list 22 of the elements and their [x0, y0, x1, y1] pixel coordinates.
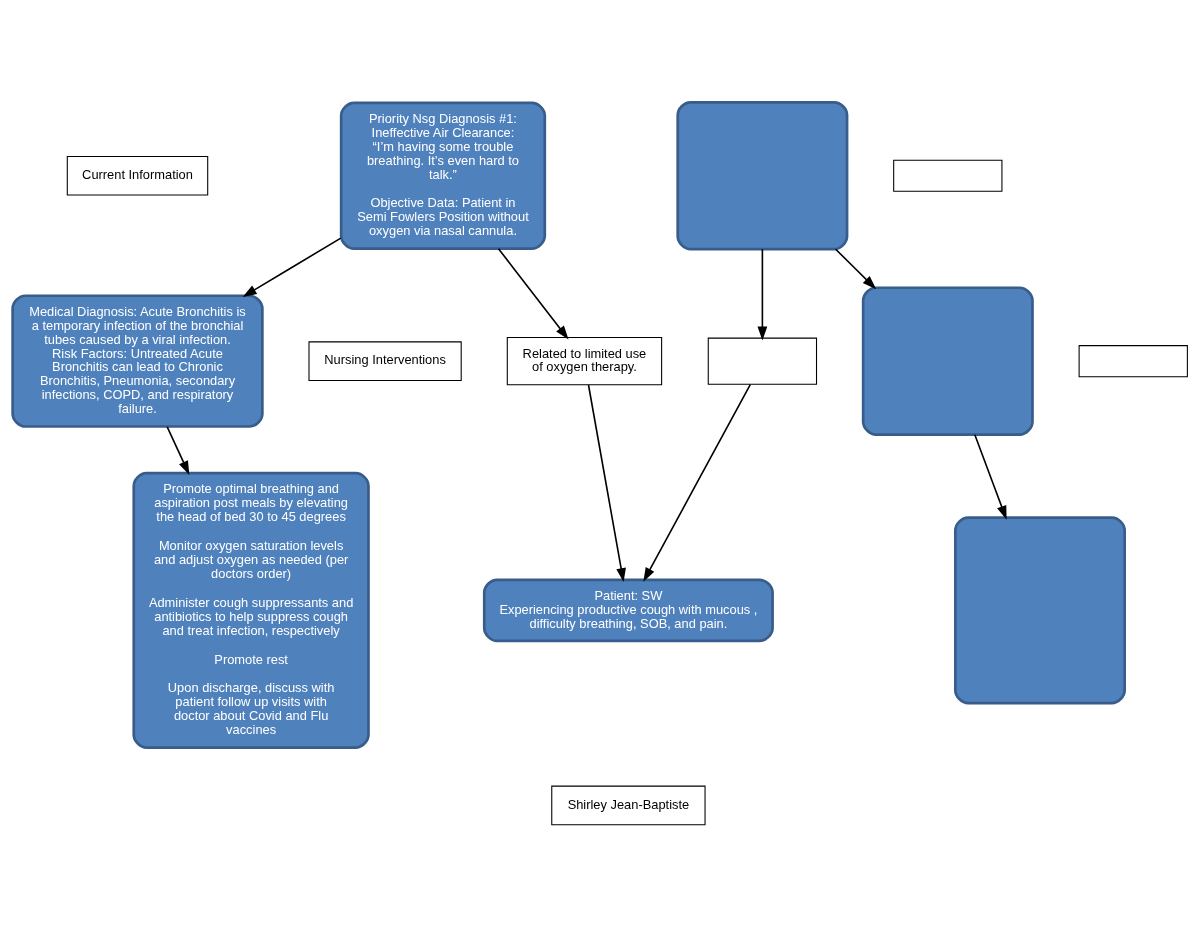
node-box [861, 286, 1034, 436]
arrow [834, 248, 877, 290]
arrow [497, 247, 569, 340]
arrow [643, 383, 752, 582]
node-box: Nursing Interventions [308, 341, 462, 381]
arrow [242, 237, 342, 297]
node-box: Patient: SW Experiencing productive cough with mucous , difficulty breathing, SOB, and pain. [482, 578, 774, 643]
node-box: Priority Nsg Diagnosis #1: Ineffective Air Clearance: “I’m having some trouble breathing. It’s even hard to talk.” Objective Data: Patient in Semi Fowlers Position without oxygen via nasal cannula. [339, 101, 547, 250]
node-box [1078, 345, 1188, 378]
arrow [974, 433, 1007, 520]
node-box [954, 516, 1126, 705]
node-box [676, 100, 849, 251]
node-box [707, 337, 818, 385]
node-box [893, 159, 1003, 192]
arrow [166, 426, 190, 475]
node-box: Promote optimal breathing and aspiration post meals by elevating the head of bed 30 to 45 degrees Monitor oxygen saturation levels and adjust oxygen as needed (per doctors order) Administer cough suppressants and antibiotics to help suppress cough and treat infection, respectively Promote rest Upon discharge, discuss with patient follow up visits with doctor about Covid and Flu vaccines [132, 471, 370, 749]
arrow [757, 248, 768, 341]
node-box: Medical Diagnosis: Acute Bronchitis is a temporary infection of the bronchial tubes caused by a viral infection. Risk Factors: Untreated Acute Bronchitis can lead to Chronic Bronchitis, Pneumonia, secondary infections, COPD, and respiratory failure. [11, 294, 264, 428]
node-box: Shirley Jean-Baptiste [551, 785, 706, 826]
node-box: Related to limited use of oxygen therapy. [506, 337, 663, 386]
node-box: Current Information [66, 155, 209, 196]
arrow [587, 384, 626, 583]
